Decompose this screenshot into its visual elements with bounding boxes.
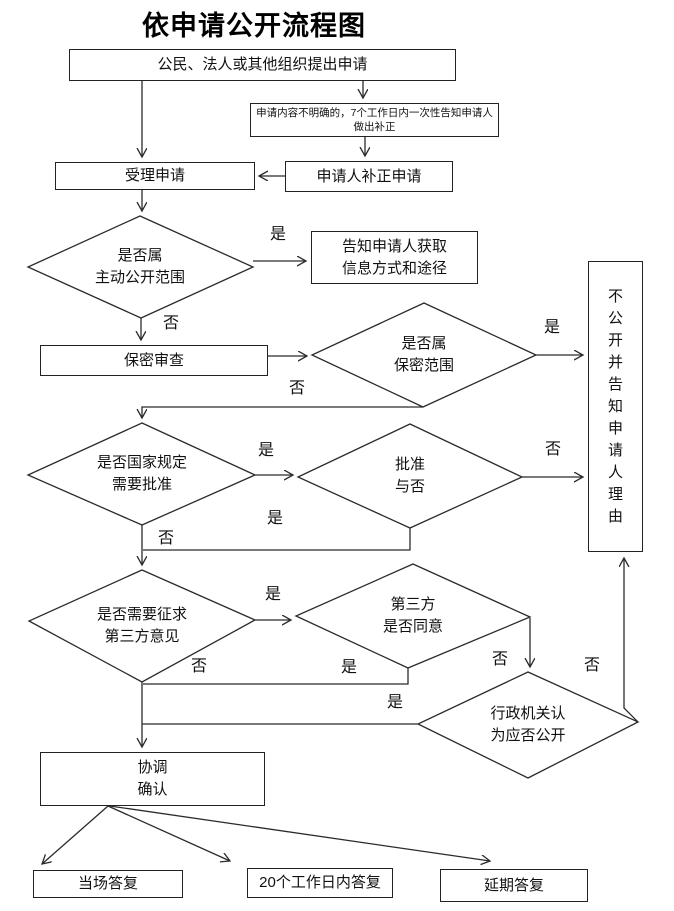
node-supplement: 申请人补正申请 — [285, 161, 453, 192]
edge-label-approved-yes: 是 — [266, 510, 284, 527]
decision-diamond-approved — [296, 423, 524, 529]
node-secrecy-review: 保密审查 — [40, 345, 268, 376]
node-coordinate: 协调 确认 — [40, 752, 265, 806]
decision-diamond-need-approval — [26, 422, 257, 526]
edge-label-need-approval-yes: 是 — [257, 442, 275, 459]
decision-diamond-third-party-agree — [294, 563, 532, 669]
node-accept: 受理申请 — [55, 162, 255, 190]
node-not-disclose-label: 不公开并告知申请人理由 — [607, 287, 623, 525]
edge-label-active-scope-no: 否 — [162, 315, 180, 332]
node-reply-20days: 20个工作日内答复 — [247, 868, 393, 898]
decision-diamond-secret-scope — [310, 302, 538, 408]
node-reply-delayed: 延期答复 — [440, 869, 588, 902]
edge-label-admin-decide-no: 否 — [583, 657, 601, 674]
connector-lines — [42, 81, 639, 864]
edge-label-third-party-agree-no: 否 — [491, 651, 509, 668]
node-inform-access: 告知申请人获取 信息方式和途径 — [311, 231, 478, 284]
edge-label-active-scope-yes: 是 — [269, 226, 287, 243]
decision-diamonds — [26, 215, 640, 779]
decision-diamond-admin-decide — [416, 671, 640, 779]
decision-diamond-active-scope — [26, 215, 255, 319]
page-title: 依申请公开流程图 — [142, 11, 366, 41]
edge-label-secret-scope-no: 否 — [288, 380, 306, 397]
edge-label-approved-no: 否 — [544, 441, 562, 458]
node-reply-onsite: 当场答复 — [33, 870, 183, 898]
edge-label-third-party-agree-yes: 是 — [340, 659, 358, 676]
node-apply: 公民、法人或其他组织提出申请 — [69, 49, 456, 81]
edge-label-need-third-party-yes: 是 — [264, 586, 282, 603]
node-supplement-notice: 申请内容不明确的，7个工作日内一次性告知申请人做出补正 — [250, 103, 499, 137]
edge-label-admin-decide-yes: 是 — [386, 694, 404, 711]
edge-label-need-approval-no: 否 — [157, 530, 175, 547]
node-not-disclose: 不公开并告知申请人理由 — [588, 261, 643, 552]
edge-label-need-third-party-no: 否 — [190, 658, 208, 675]
edge-label-secret-scope-yes: 是 — [543, 319, 561, 336]
decision-diamond-need-third-party — [27, 569, 257, 683]
